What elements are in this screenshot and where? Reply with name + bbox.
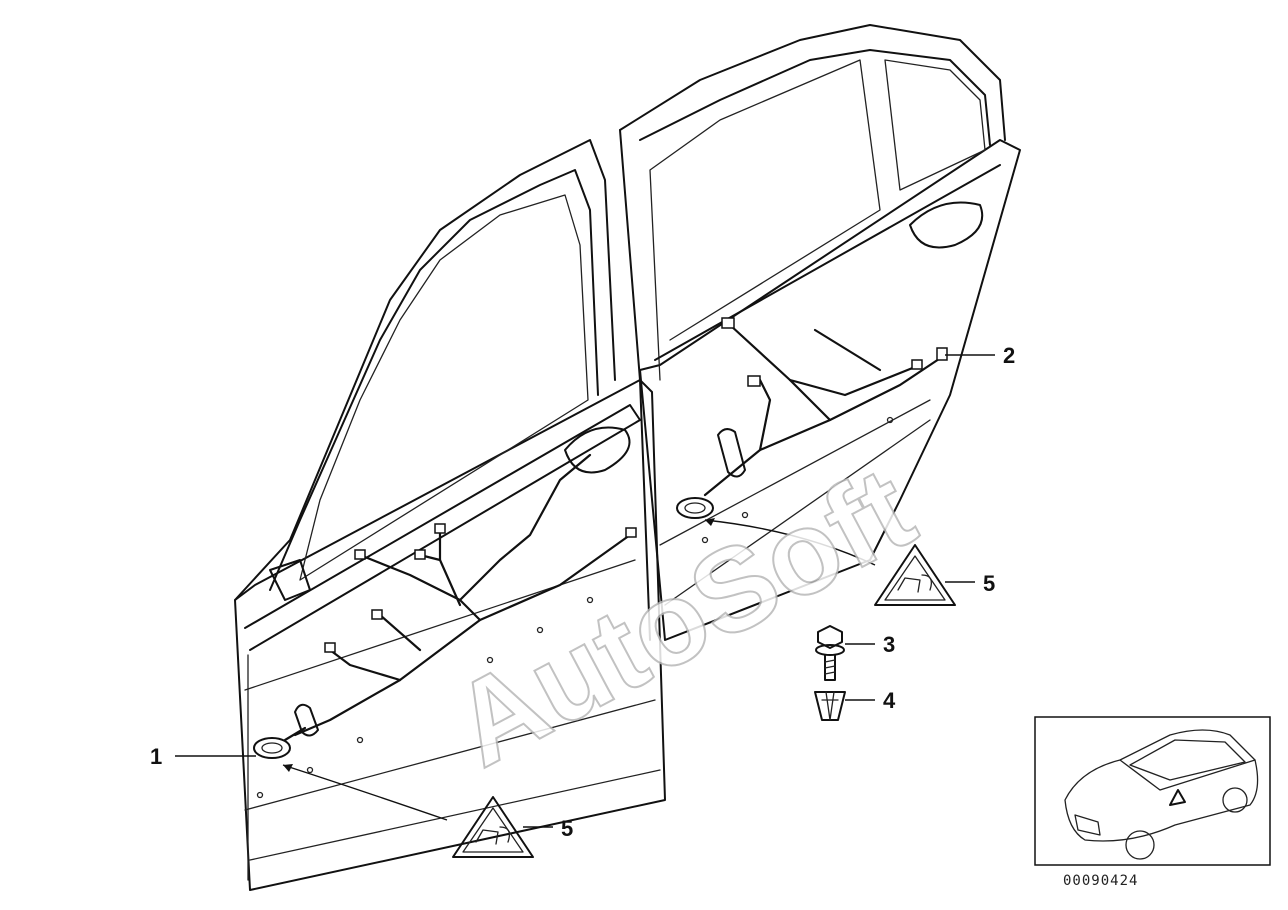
diagram-number: 00090424	[1063, 873, 1138, 889]
warning-triangle-front	[452, 796, 534, 858]
rear-wiring-harness	[676, 317, 948, 519]
callout-4: 4	[883, 688, 896, 713]
callout-2: 2	[1003, 343, 1015, 368]
arrow-rear-grommet	[704, 519, 876, 566]
watermark-text: AutoSoft	[432, 442, 934, 792]
callout-5-front: 5	[561, 816, 573, 841]
callout-3: 3	[883, 632, 895, 657]
front-wiring-harness	[253, 453, 637, 759]
plastic-nut-drawing	[814, 691, 846, 721]
front-door	[234, 139, 666, 891]
callout-5-rear: 5	[983, 571, 995, 596]
hex-bolt-drawing	[815, 625, 845, 681]
arrow-front-grommet	[282, 764, 448, 821]
warning-triangle-rear	[874, 544, 956, 606]
rear-door	[619, 24, 1021, 641]
vehicle-thumbnail	[1034, 716, 1271, 866]
callout-1: 1	[150, 744, 162, 769]
